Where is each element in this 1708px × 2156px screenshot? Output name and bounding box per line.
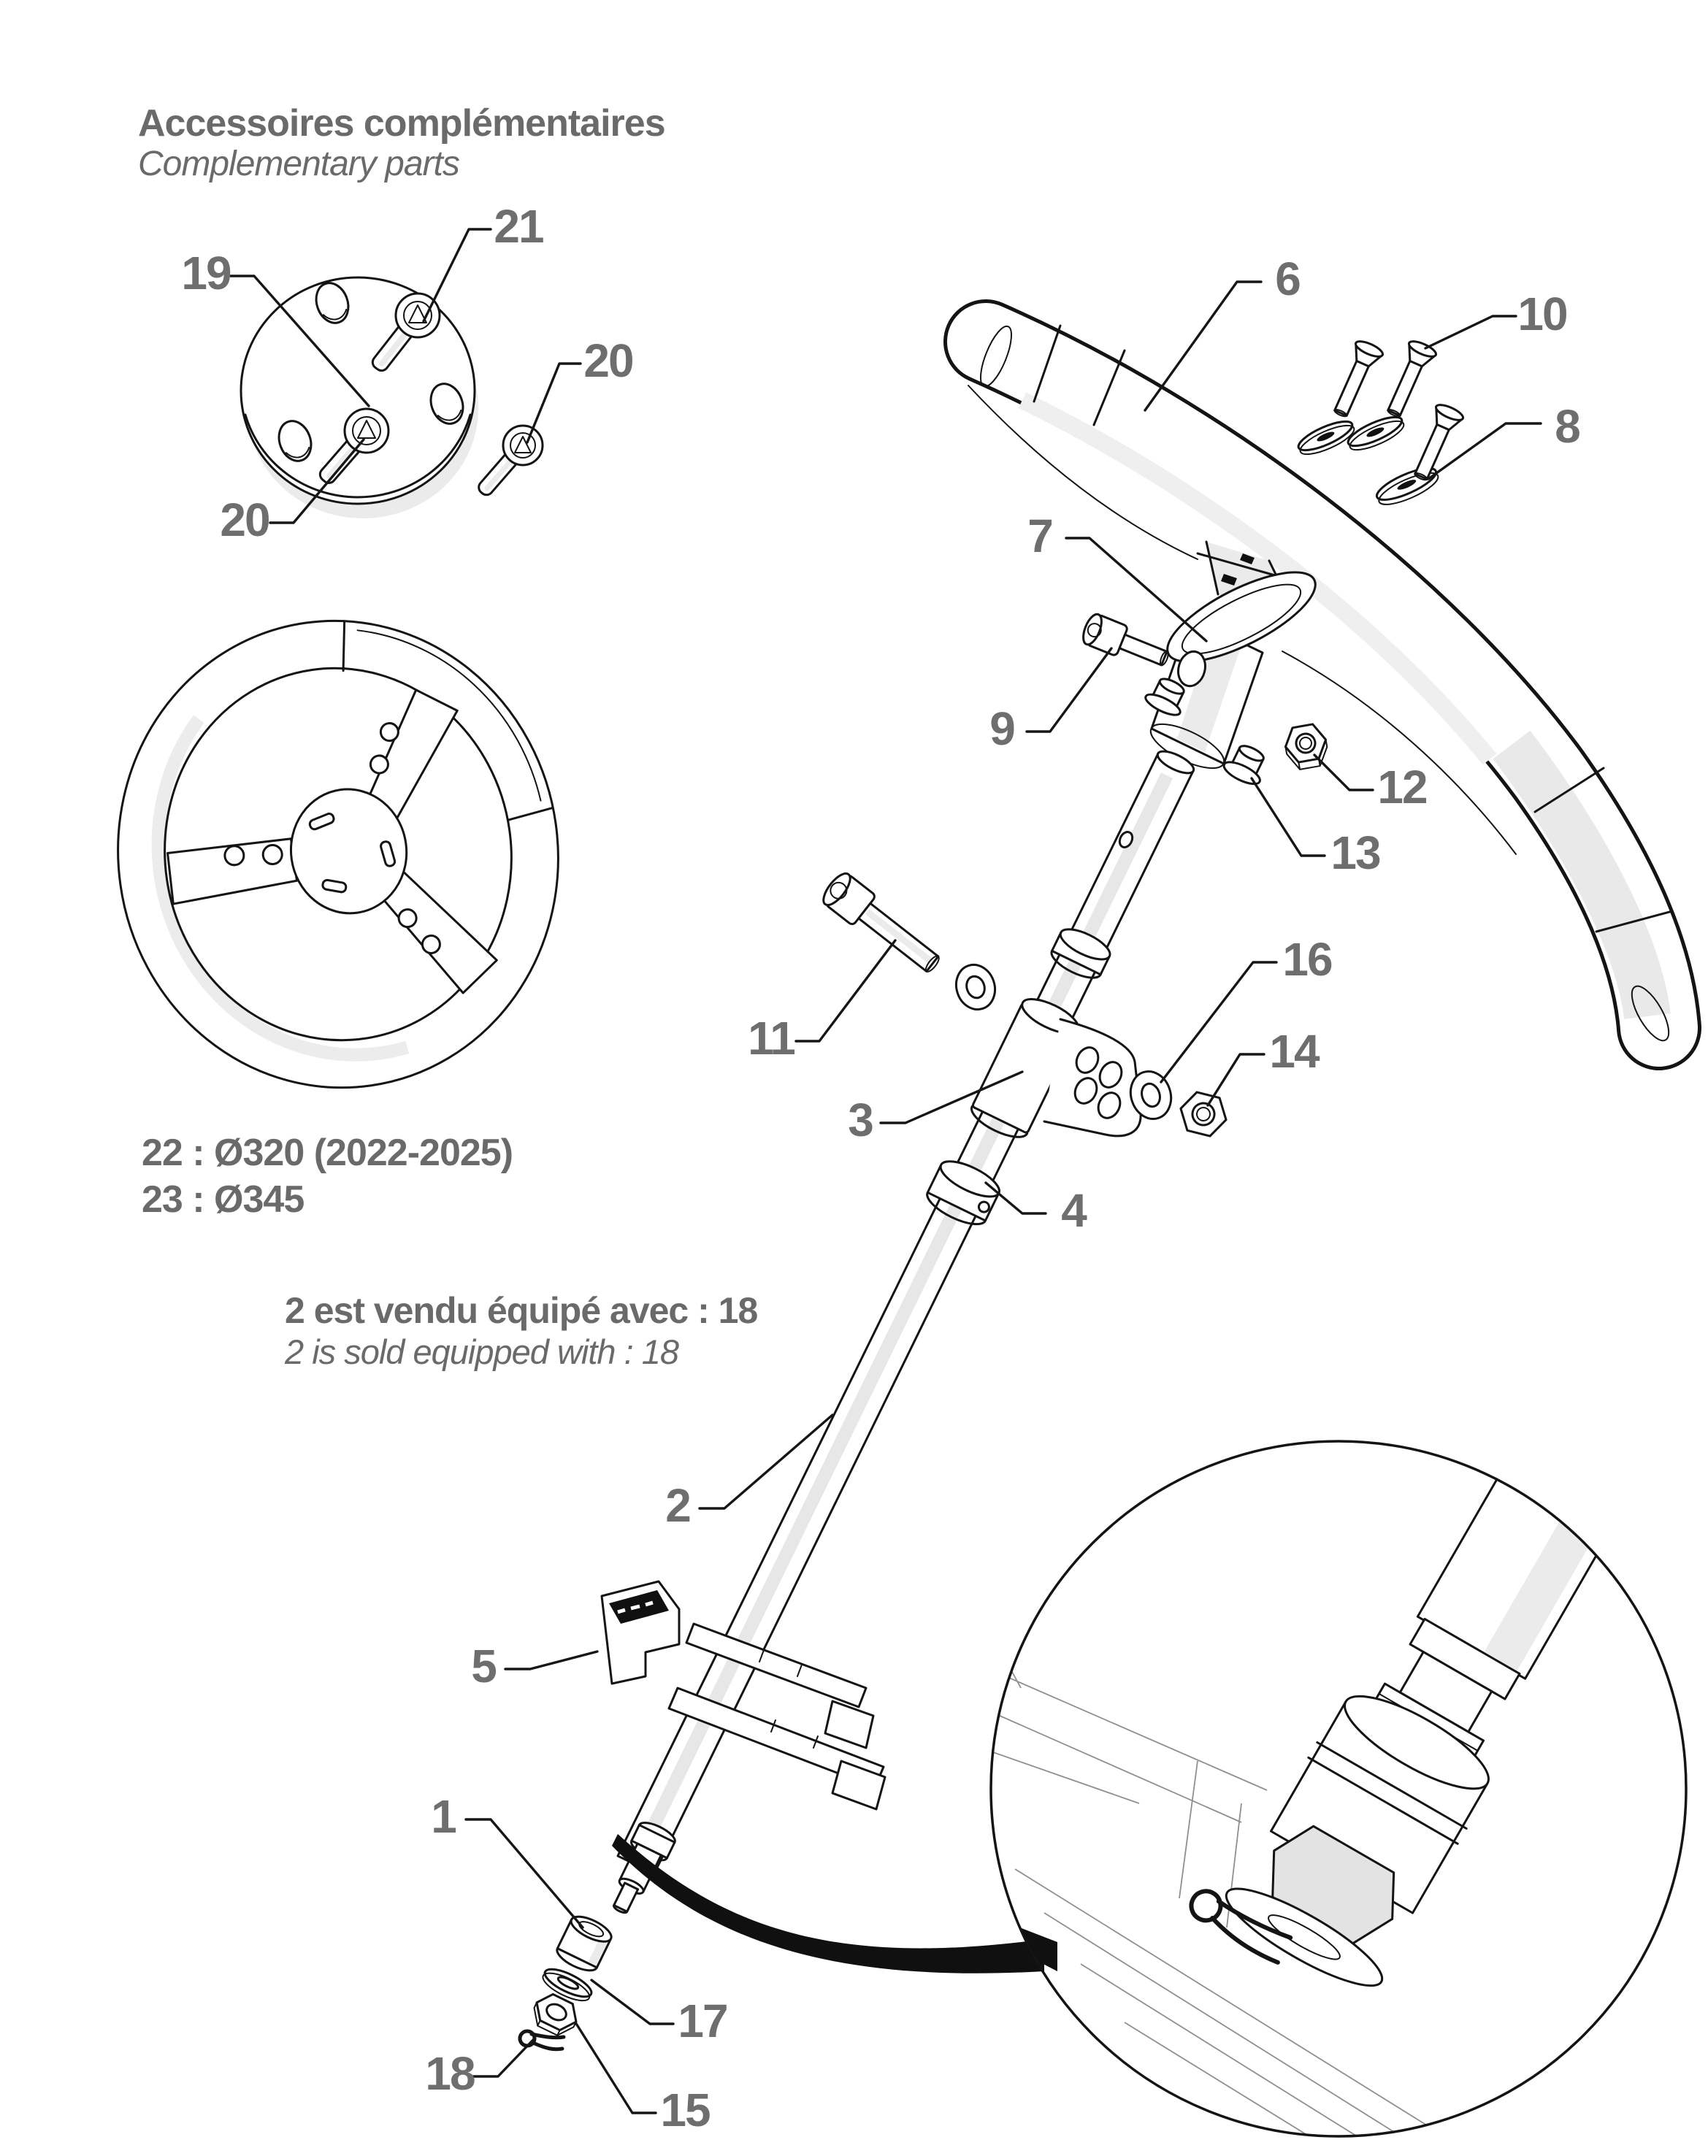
flanged-nut — [1144, 678, 1185, 716]
callout-leader-20 — [269, 438, 365, 524]
callout-label-7: 7 — [1027, 510, 1052, 562]
callout-label-2: 2 — [665, 1479, 690, 1532]
callout-label-8: 8 — [1555, 400, 1579, 453]
callout-leader-9 — [1025, 647, 1113, 733]
callout-leader-1 — [464, 1818, 584, 1929]
zoom-swoosh — [612, 1834, 1044, 1973]
callout-leader-8 — [1427, 422, 1542, 480]
support-bracket-5-drawing — [600, 1580, 681, 1685]
hub-boss-drawing — [1082, 571, 1328, 786]
callout-label-12: 12 — [1377, 761, 1427, 813]
callout-label-11: 11 — [748, 1012, 794, 1064]
nut-14-drawing — [1179, 1091, 1228, 1138]
callout-leader-20 — [526, 362, 582, 444]
callout-layer: 19 21 20 20 6 10 8 7 9 12 13 16 11 14 3 4 2 5 1 17 18 15 — [181, 200, 1581, 2136]
shaft-collar — [1050, 928, 1111, 979]
bushing-1-drawing — [556, 1915, 613, 1972]
magnifier-detail — [989, 1440, 1688, 2138]
washer — [954, 963, 997, 1011]
callout-leader-10 — [1424, 315, 1517, 350]
collar-4 — [926, 1160, 1000, 1226]
callout-label-5: 5 — [471, 1640, 496, 1692]
washer-16-drawing — [1129, 1070, 1173, 1120]
callout-label-10: 10 — [1517, 288, 1566, 340]
bolt-9 — [1082, 613, 1169, 667]
bolt-11-drawing — [822, 872, 997, 1011]
washer-17-drawing — [542, 1968, 593, 2002]
equip-note-fr: 2 est vendu équipé avec : 18 — [285, 1290, 757, 1331]
callout-leader-4 — [984, 1181, 1047, 1215]
nut-15-drawing — [533, 1992, 578, 2036]
clamp-3-bracket — [1043, 1018, 1142, 1138]
callout-label-21: 21 — [494, 200, 543, 253]
callout-label-3: 3 — [848, 1094, 873, 1146]
wheel-size-note-23: 23 : Ø345 — [142, 1178, 304, 1221]
callout-leader-5 — [504, 1650, 599, 1670]
callout-leader-13 — [1250, 777, 1326, 857]
callout-label-6: 6 — [1275, 253, 1300, 305]
callout-label-19: 19 — [181, 247, 231, 299]
callout-label-13: 13 — [1330, 826, 1380, 879]
page-title-fr: Accessoires complémentaires — [138, 102, 665, 145]
countersunk-screw — [1387, 340, 1437, 418]
callout-label-9: 9 — [989, 702, 1014, 755]
callout-leader-7 — [1065, 537, 1208, 642]
callout-label-15: 15 — [660, 2084, 710, 2136]
callout-leader-2 — [698, 1413, 834, 1510]
callout-label-17: 17 — [678, 1995, 727, 2047]
callout-leader-3 — [879, 1070, 1024, 1124]
callout-leader-12 — [1313, 753, 1374, 791]
callout-leader-16 — [1160, 961, 1278, 1083]
steering-wheel-side-drawing — [943, 299, 1701, 1070]
callout-leader-21 — [422, 228, 492, 323]
equip-note-en: 2 is sold equipped with : 18 — [284, 1332, 679, 1371]
callout-label-18: 18 — [425, 2047, 475, 2100]
countersunk-screw — [1414, 404, 1464, 481]
steering-wheel-front-drawing — [117, 619, 559, 1089]
callout-leader-19 — [229, 275, 370, 407]
cup-washer — [1347, 415, 1405, 451]
page-title-en: Complementary parts — [138, 145, 460, 183]
hub-plate-drawing — [240, 276, 544, 518]
callout-label-16: 16 — [1282, 933, 1332, 986]
cup-washer — [1297, 420, 1355, 456]
nut-12 — [1284, 723, 1328, 770]
callout-label-1: 1 — [431, 1790, 456, 1843]
steering-column-drawing — [616, 750, 1195, 1875]
wheel-size-note-22: 22 : Ø320 (2022-2025) — [142, 1132, 513, 1174]
callout-leader-17 — [590, 1979, 675, 2025]
callout-label-4: 4 — [1061, 1184, 1087, 1237]
countersunk-screws-drawing — [1297, 340, 1464, 505]
callout-label-14: 14 — [1269, 1025, 1320, 1078]
callout-leader-18 — [472, 2038, 535, 2078]
countersunk-screw — [1333, 340, 1384, 418]
callout-leader-14 — [1206, 1053, 1265, 1107]
callout-label-20: 20 — [583, 334, 632, 387]
callout-leader-11 — [794, 939, 897, 1043]
column-clamp-plates-drawing — [667, 1622, 886, 1811]
callout-leader-6 — [1144, 280, 1263, 412]
callout-leader-15 — [574, 2021, 657, 2114]
callout-label-20: 20 — [220, 494, 269, 546]
